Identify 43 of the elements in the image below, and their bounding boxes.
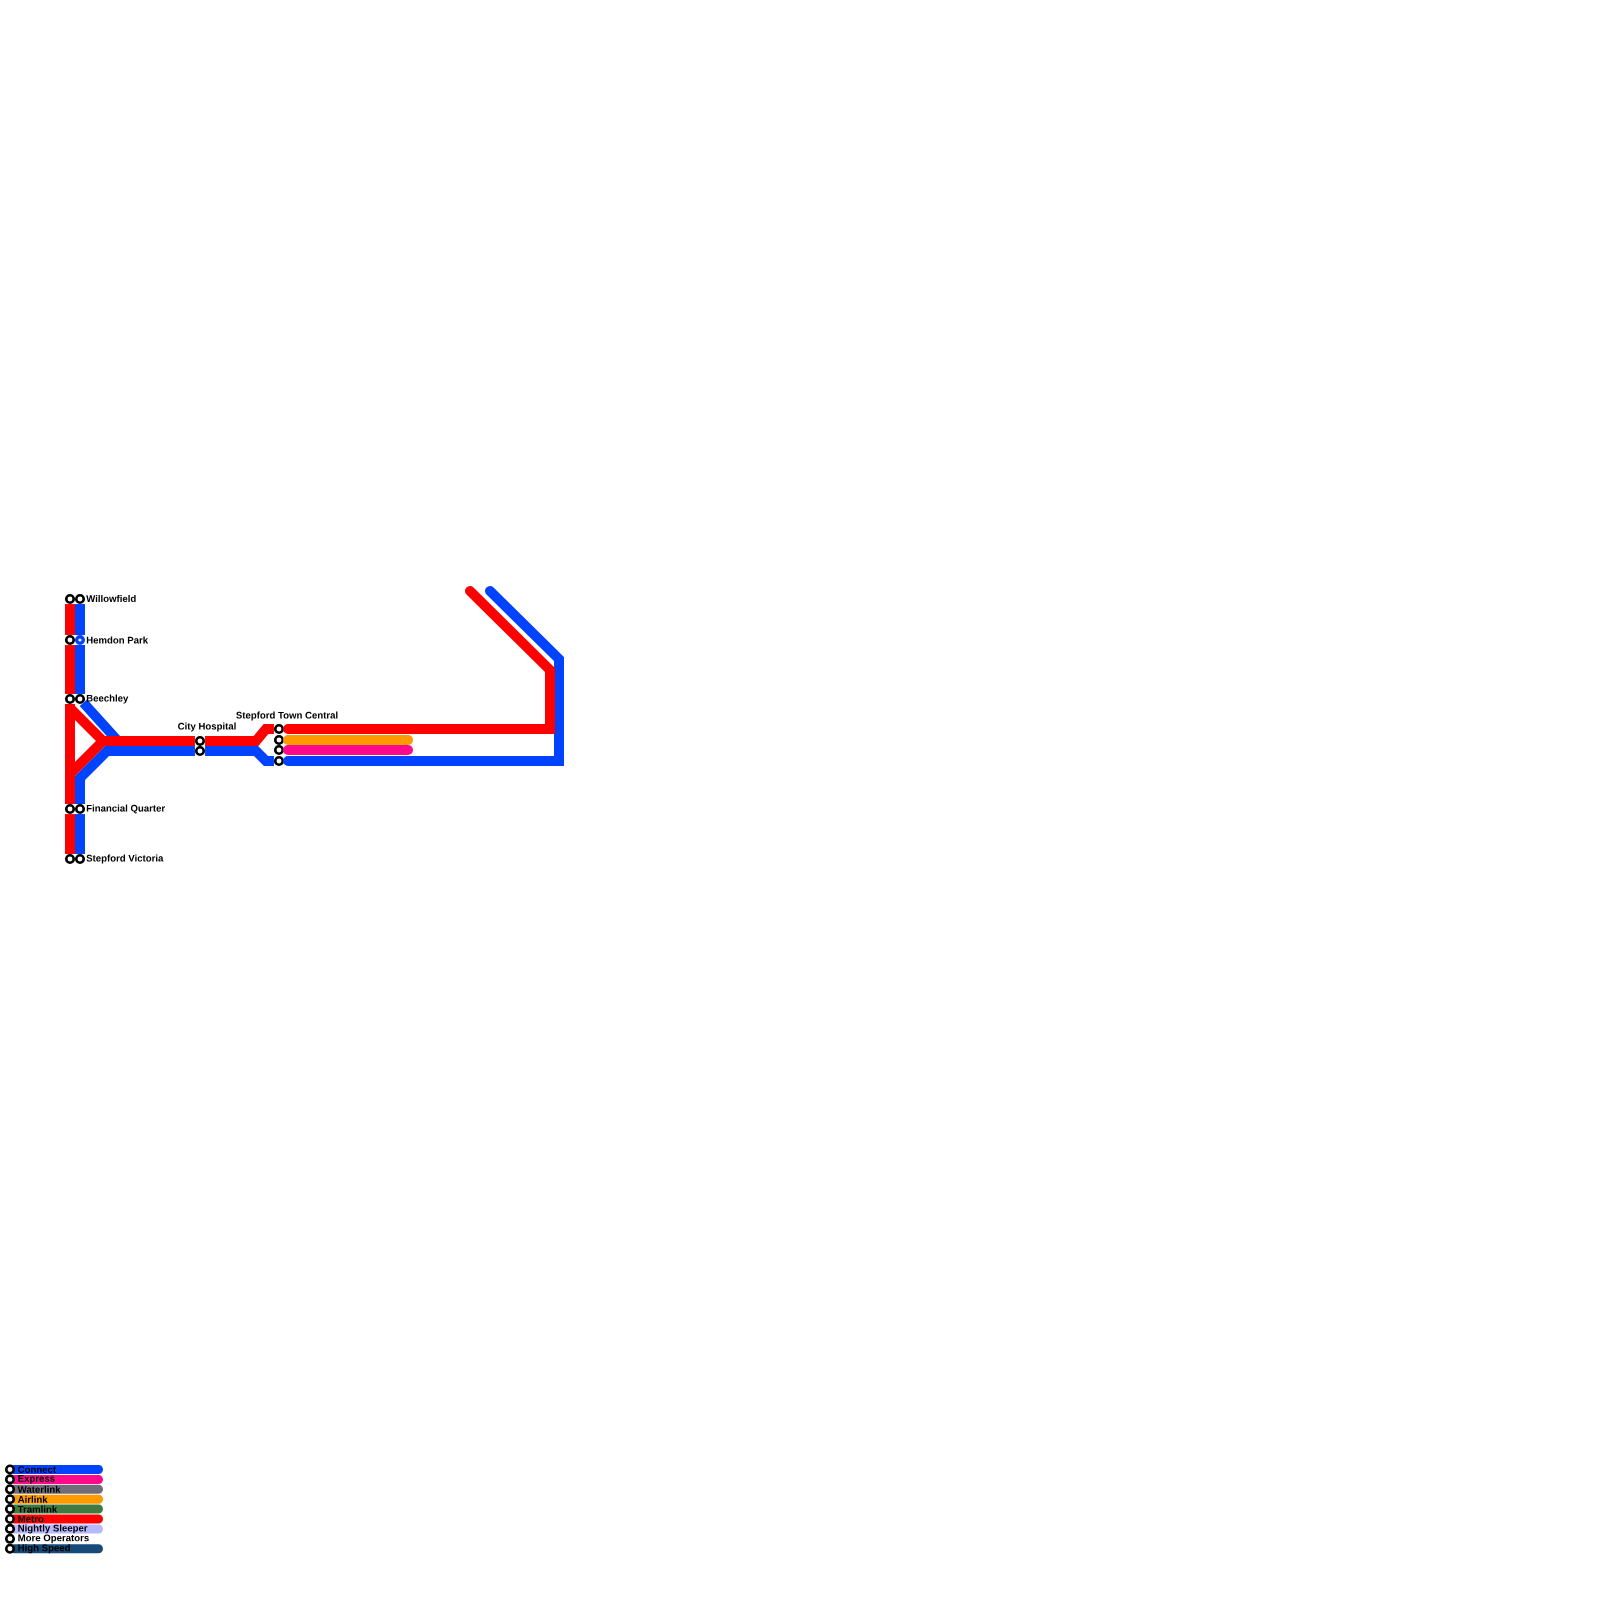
station-marker [194,735,206,747]
station-marker [74,803,86,815]
legend-label: Airlink [17,1495,48,1503]
route-line [75,814,85,854]
route-line [283,735,413,745]
station-marker [74,593,86,605]
legend-label: Waterlink [17,1485,61,1493]
station-marker [64,693,76,705]
station-name: City Hospital [178,722,236,732]
route-line [75,604,85,635]
station-marker [64,593,76,605]
route-line [205,746,274,766]
station-marker [273,723,285,735]
route-line [283,586,564,766]
legend-label: Tramlink [17,1505,58,1513]
station-marker [64,853,76,865]
legend-label: More Operators [18,1534,89,1544]
route-line [75,645,85,694]
route-line [283,586,555,734]
station-name: Stepford Town Central [236,711,338,721]
station-marker [273,755,285,767]
station-name: Stepford Victoria [86,854,164,864]
legend-label: Nightly Sleeper [18,1524,88,1534]
legend-label: Connect [18,1466,56,1473]
route-line [65,604,75,635]
station-marker [273,744,285,756]
station-marker [194,745,206,757]
legend-label: Express [18,1475,55,1484]
route-line [283,745,413,755]
station-name: Financial Quarter [86,804,165,814]
legend-label: Metro [18,1515,44,1523]
route-line [205,724,274,746]
station-marker [64,634,76,646]
station-name: Beechley [86,694,129,704]
legend-label: High Speed [18,1544,70,1554]
station-name: Willowfield [86,595,136,603]
station-marker [74,853,86,865]
station-name: Hemdon Park [86,636,149,644]
route-line [65,814,75,854]
route-line [65,645,75,694]
station-marker [64,803,76,815]
station-marker [273,734,285,746]
station-marker [74,693,86,705]
